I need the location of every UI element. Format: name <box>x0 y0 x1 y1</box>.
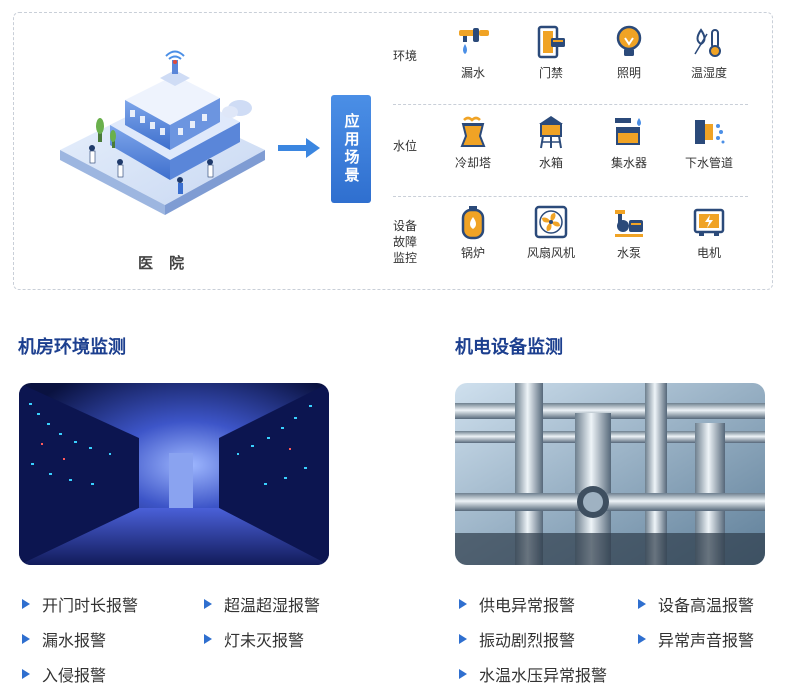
scene-item-water-tank: 水箱 <box>511 108 591 171</box>
access-control-icon <box>537 25 565 59</box>
bullet-text: 水温水压异常报警 <box>479 668 608 685</box>
mep-equipment-photo <box>455 383 765 565</box>
row-label: 环境 <box>393 49 418 63</box>
water-pump-icon <box>615 210 643 237</box>
scene-row-water-level: 水位 冷却塔 水箱 集水器 <box>393 108 748 198</box>
cooling-tower-icon <box>460 116 486 147</box>
section-title-server-room: 机房环境监测 <box>18 337 126 357</box>
bullet-text: 振动剧烈报警 <box>479 633 576 650</box>
scene-item-label: 水泵 <box>616 246 641 260</box>
bullet-item: 开门时长报警 <box>22 592 138 616</box>
bullet-triangle-icon <box>204 599 212 609</box>
bullet-triangle-icon <box>204 634 212 644</box>
scene-item-label: 漏水 <box>460 66 485 80</box>
bullet-triangle-icon <box>638 599 646 609</box>
lighting-bulb-icon <box>616 25 642 56</box>
scene-item-label: 水箱 <box>538 156 563 170</box>
application-scene-panel <box>13 12 773 290</box>
water-tank-icon <box>539 116 563 149</box>
row-label: 水位 <box>393 139 418 153</box>
arrow-right-icon <box>278 138 320 158</box>
scene-item-motor: 电机 <box>669 198 749 261</box>
scene-item-fan: 风扇风机 <box>511 198 591 261</box>
scene-item-label: 门禁 <box>538 66 563 80</box>
row-divider <box>393 196 748 197</box>
bullet-text: 入侵报警 <box>42 668 107 685</box>
bullet-text: 开门时长报警 <box>42 598 139 615</box>
bullet-text: 漏水报警 <box>42 633 107 650</box>
server-room-photo <box>19 383 329 565</box>
scene-item-access: 门禁 <box>511 18 591 81</box>
boiler-icon <box>461 206 485 240</box>
scene-item-label: 冷却塔 <box>454 156 491 170</box>
leak-water-icon <box>459 28 489 54</box>
motor-icon <box>693 208 725 236</box>
bullet-item: 超温超湿报警 <box>204 592 320 616</box>
bullet-item: 异常声音报警 <box>638 627 754 651</box>
row-label-line: 故障 <box>393 235 418 249</box>
bullet-item: 设备高温报警 <box>638 592 754 616</box>
bullet-text: 供电异常报警 <box>479 598 576 615</box>
scene-row-equipment-fault: 设备 故障 监控 锅炉 风扇风机 水泵 <box>393 198 748 288</box>
row-label-line: 监控 <box>393 251 418 265</box>
bullet-text: 异常声音报警 <box>658 633 755 650</box>
bullet-triangle-icon <box>459 634 467 644</box>
sewer-pipe-icon <box>695 120 725 144</box>
scene-item-boiler: 锅炉 <box>433 198 513 261</box>
scene-item-label: 下水管道 <box>684 156 733 170</box>
hospital-illustration <box>60 50 265 215</box>
scene-row-environment: 环境 漏水 门禁 照明 <box>393 18 748 108</box>
fan-icon <box>534 205 568 239</box>
scene-item-temp-humidity: 温湿度 <box>669 18 749 81</box>
scene-item-lighting: 照明 <box>589 18 669 81</box>
section-title-mep-equipment: 机电设备监测 <box>455 337 563 357</box>
row-label: 设备 故障 监控 <box>393 218 433 266</box>
scene-item-cooling-tower: 冷却塔 <box>433 108 513 171</box>
row-divider <box>393 104 748 105</box>
row-label-line: 设备 <box>393 219 418 233</box>
bullet-triangle-icon <box>459 599 467 609</box>
bullet-text: 超温超湿报警 <box>224 598 321 615</box>
bullet-item: 供电异常报警 <box>459 592 575 616</box>
scene-item-label: 锅炉 <box>460 246 485 260</box>
scene-item-label: 温湿度 <box>690 66 727 80</box>
scene-item-water-pump: 水泵 <box>589 198 669 261</box>
bullet-text: 设备高温报警 <box>658 598 755 615</box>
application-scene-tag: 应用场景 <box>331 95 371 203</box>
bullet-triangle-icon <box>22 599 30 609</box>
scene-item-label: 照明 <box>616 66 641 80</box>
scene-item-leak: 漏水 <box>433 18 513 81</box>
bullet-triangle-icon <box>22 634 30 644</box>
bullet-item: 灯未灭报警 <box>204 627 304 651</box>
bullet-triangle-icon <box>22 669 30 679</box>
bullet-item: 漏水报警 <box>22 627 106 651</box>
scene-item-label: 风扇风机 <box>526 246 575 260</box>
temperature-humidity-icon <box>694 28 721 57</box>
hospital-label: 医 院 <box>138 255 191 272</box>
scene-item-label: 集水器 <box>610 156 647 170</box>
bullet-triangle-icon <box>459 669 467 679</box>
bullet-item: 入侵报警 <box>22 662 106 686</box>
bullet-text: 灯未灭报警 <box>224 633 305 650</box>
water-collector-icon <box>615 118 641 145</box>
scene-item-water-collector: 集水器 <box>589 108 669 171</box>
scene-item-label: 电机 <box>696 246 721 260</box>
bullet-triangle-icon <box>638 634 646 644</box>
bullet-item: 水温水压异常报警 <box>459 662 607 686</box>
scene-item-sewer-pipe: 下水管道 <box>669 108 749 171</box>
bullet-item: 振动剧烈报警 <box>459 627 575 651</box>
